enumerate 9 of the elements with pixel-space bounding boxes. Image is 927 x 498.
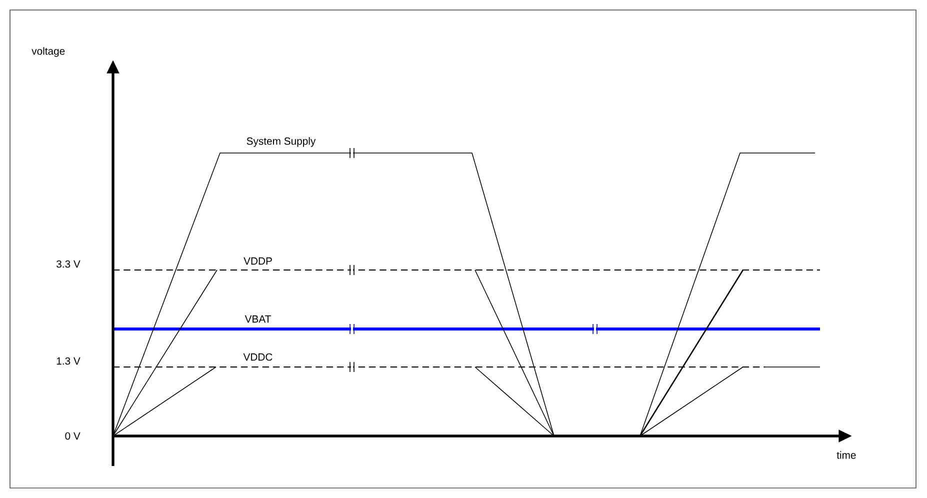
axis-label: voltage bbox=[32, 47, 65, 57]
signal-label: VDDC bbox=[243, 353, 272, 361]
tick-label: 3.3 V bbox=[56, 260, 80, 268]
axis-label: time bbox=[836, 451, 856, 459]
signal-label: System Supply bbox=[246, 137, 316, 147]
signal-label: VBAT bbox=[244, 315, 271, 323]
tick-label: 1.3 V bbox=[56, 357, 80, 365]
signal-label: VDDP bbox=[244, 257, 272, 265]
tick-label: 0 V bbox=[65, 432, 80, 440]
